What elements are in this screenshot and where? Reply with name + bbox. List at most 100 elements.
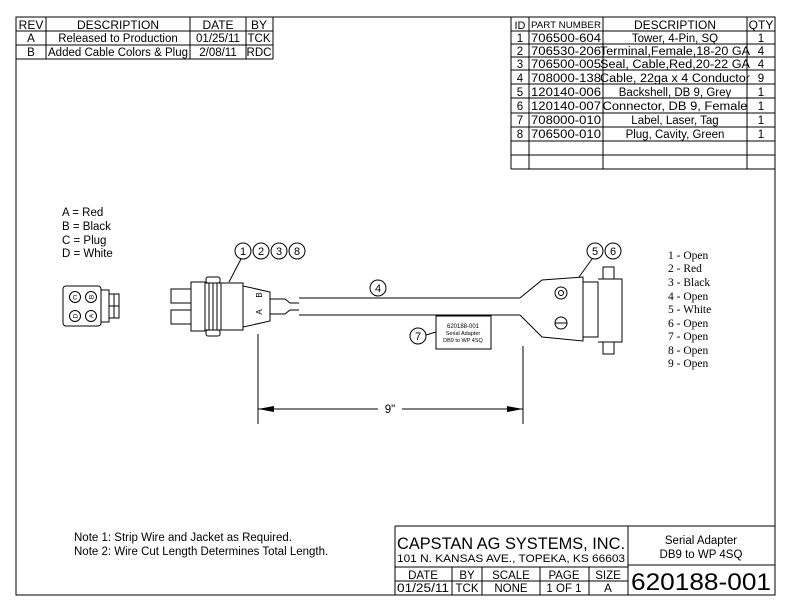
tb-header-size: SIZE: [595, 570, 621, 582]
rev-row-a-description: Released to Production: [58, 33, 178, 45]
rev-row-a-rev: A: [27, 33, 35, 45]
parts-row-4-id: 4: [517, 73, 524, 85]
parts-row-7-part: 708000-010: [531, 115, 601, 127]
balloon-6: 6: [610, 246, 616, 258]
parts-row-7-id: 7: [517, 115, 523, 127]
legend-c: C = Plug: [62, 235, 106, 247]
company-name: CAPSTAN AG SYSTEMS, INC.: [397, 535, 625, 553]
tb-header-date: DATE: [408, 570, 438, 582]
balloon-6-circle: [604, 242, 622, 260]
color-legend: A = Red B = Black C = Plug D = White: [62, 207, 113, 260]
balloon-5-circle: [586, 242, 604, 260]
parts-row-8-id: 8: [517, 129, 523, 141]
title-block-grid: [394, 525, 775, 595]
pin-3: 3 - Black: [668, 277, 710, 289]
parts-row-8-qty: 1: [758, 129, 764, 141]
legend-b: B = Black: [62, 221, 111, 233]
pin-4: 4 - Open: [668, 291, 708, 303]
balloon-3: 3: [276, 246, 282, 258]
parts-row-4-part: 708000-138: [531, 73, 601, 85]
tb-value-page: 1 OF 1: [546, 583, 581, 595]
balloon-2-circle: [252, 242, 270, 260]
pin-1: 1 - Open: [668, 250, 708, 262]
dimension-arrow-right: [507, 406, 523, 412]
legend-a: A = Red: [62, 207, 103, 219]
pin-9: 9 - Open: [668, 358, 708, 370]
face-letter-c: C: [73, 295, 78, 302]
balloon-1-circle: [234, 242, 252, 260]
parts-list-grid: [510, 17, 775, 170]
parts-row-7-qty: 1: [758, 115, 764, 127]
parts-row-4-description: Cable, 22ga x 4 Conductor: [600, 73, 750, 85]
parts-row-8-part: 706500-010: [531, 129, 601, 141]
db9-backshell: [519, 266, 623, 355]
parts-row-5-description: Backshell, DB 9, Grey: [619, 87, 732, 99]
label-line-3: DB9 to WP 4SQ: [443, 338, 483, 344]
drawing-number: 620188-001: [631, 569, 771, 596]
pin-8: 8 - Open: [668, 345, 708, 357]
balloon-3-circle: [270, 242, 288, 260]
parts-row-5-part: 120140-006: [531, 87, 601, 99]
face-letter-b: B: [89, 295, 96, 299]
rev-row-b-date: 2/08/11: [199, 47, 237, 59]
parts-row-3-part: 706500-005: [531, 59, 601, 71]
parts-row-3-description: Seal, Cable,Red,20-22 GA: [600, 59, 750, 71]
balloon-7-circle: [409, 327, 427, 345]
parts-row-1-part: 706500-604: [531, 33, 602, 45]
tower-connector: [170, 276, 299, 337]
parts-row-3-id: 3: [517, 59, 523, 71]
rev-header-date: DATE: [202, 18, 233, 32]
rev-header-by: BY: [251, 18, 267, 32]
balloon-leader-7: [425, 331, 437, 336]
parts-row-8-description: Plug, Cavity, Green: [626, 129, 725, 141]
parts-header-qty: QTY: [749, 18, 774, 32]
label-line-2: Serial Adapter: [446, 331, 481, 337]
pin-6: 6 - Open: [668, 318, 708, 330]
tower-letter-a: A: [255, 309, 264, 315]
parts-row-6-description: Connector, DB 9, Female: [603, 101, 748, 113]
drawing-title-line-2: DB9 to WP 4SQ: [660, 549, 743, 561]
parts-row-7-description: Label, Laser, Tag: [631, 115, 718, 127]
parts-row-2-part: 706530-206: [531, 46, 601, 58]
company-address: 101 N. KANSAS AVE., TOPEKA, KS 66603: [397, 553, 625, 565]
tb-value-scale: NONE: [494, 583, 528, 595]
balloon-8: 8: [294, 246, 300, 258]
rev-row-a-date: 01/25/11: [196, 33, 240, 45]
dimension-arrow-left: [258, 406, 274, 412]
tb-value-by: TCK: [456, 583, 479, 595]
tb-header-scale: SCALE: [492, 570, 530, 582]
note-2: Note 2: Wire Cut Length Determines Total…: [74, 546, 328, 558]
face-letter-a: A: [89, 313, 96, 318]
balloon-leader-1: [228, 258, 242, 283]
parts-header-description: DESCRIPTION: [634, 18, 716, 32]
tower-letter-b: B: [255, 292, 264, 297]
face-letter-d: D: [73, 313, 80, 318]
parts-header-part-number: PART NUMBER: [531, 20, 602, 30]
parts-row-2-description: Terminal,Female,18-20 GA: [600, 46, 750, 58]
pin-5: 5 - White: [668, 304, 711, 316]
balloon-2: 2: [258, 246, 264, 258]
pin-2: 2 - Red: [668, 263, 702, 275]
rev-row-b-rev: B: [27, 47, 35, 59]
parts-row-1-description: Tower, 4-Pin, SQ: [632, 33, 718, 45]
tb-header-page: PAGE: [548, 570, 579, 582]
rev-header-rev: REV: [19, 18, 44, 32]
rev-row-b-description: Added Cable Colors & Plug: [48, 47, 188, 59]
parts-header-id: ID: [515, 20, 526, 32]
parts-row-1-qty: 1: [758, 33, 764, 45]
tb-value-size: A: [604, 583, 612, 595]
tower-end-view: [62, 285, 120, 327]
rev-row-b-by: RDC: [247, 47, 272, 59]
revision-block: [16, 17, 274, 60]
balloon-4-circle: [369, 279, 387, 297]
parts-row-6-id: 6: [517, 101, 523, 113]
parts-row-6-part: 120140-007: [531, 101, 601, 113]
dimension-value: 9": [385, 404, 395, 416]
balloon-4: 4: [375, 283, 381, 295]
parts-row-2-qty: 4: [758, 46, 765, 58]
parts-row-6-qty: 1: [758, 101, 764, 113]
parts-row-1-id: 1: [517, 33, 523, 45]
parts-row-4-qty: 9: [758, 73, 764, 85]
rev-header-description: DESCRIPTION: [77, 18, 159, 32]
parts-row-2-id: 2: [517, 46, 523, 58]
